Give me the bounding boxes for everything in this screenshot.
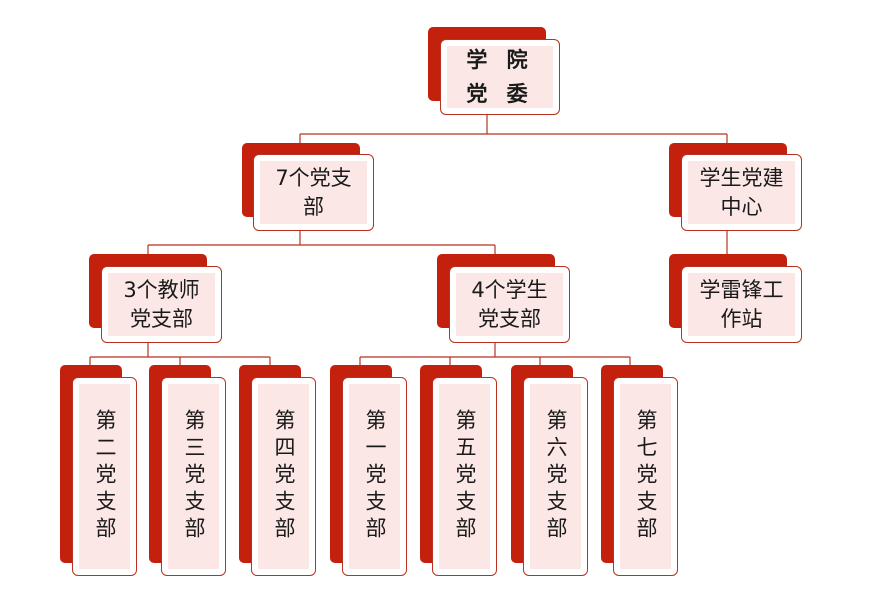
label-line-1: 学雷锋工: [699, 277, 784, 302]
node-card: 7个党支 部: [253, 154, 374, 231]
node-card: 学 院 党 委: [440, 39, 560, 115]
node-teacher-branches: 3个教师 党支部: [89, 254, 222, 343]
node-branch-5: 第五党支部: [420, 365, 498, 576]
node-label: 4个学生 党支部: [450, 267, 569, 342]
node-fill: [108, 273, 215, 336]
node-fill: [530, 384, 581, 569]
node-fill: [79, 384, 130, 569]
node-card: 3个教师 党支部: [101, 266, 222, 343]
label-line-2: 部: [303, 194, 324, 219]
label-line-1: 7个党支: [275, 165, 352, 190]
node-label: 学生党建 中心: [682, 155, 801, 230]
node-fill: [168, 384, 219, 569]
node-seven-branches: 7个党支 部: [242, 143, 374, 231]
node-label: 第一党支部: [363, 409, 387, 544]
label-line-1: 4个学生: [471, 277, 548, 302]
node-fill: [260, 161, 367, 224]
node-branch-3: 第三党支部: [149, 365, 227, 576]
node-card: 第五党支部: [432, 377, 497, 576]
node-branch-7: 第七党支部: [601, 365, 679, 576]
node-fill: [688, 161, 795, 224]
node-card: 第三党支部: [161, 377, 226, 576]
node-college-party-committee: 学 院 党 委: [428, 27, 561, 115]
node-fill: [349, 384, 400, 569]
node-label: 第六党支部: [544, 409, 568, 544]
node-fill: [258, 384, 309, 569]
node-label: 学 院 党 委: [441, 40, 559, 114]
node-card: 学生党建 中心: [681, 154, 802, 231]
label-line-1: 3个教师: [123, 277, 200, 302]
node-fill: [439, 384, 490, 569]
label-line-2: 作站: [720, 306, 763, 331]
node-card: 第二党支部: [72, 377, 137, 576]
node-branch-1: 第一党支部: [330, 365, 408, 576]
node-fill: [447, 46, 553, 108]
node-label: 3个教师 党支部: [102, 267, 221, 342]
node-label: 学雷锋工 作站: [682, 267, 801, 342]
label-line-1: 学生党建: [699, 165, 784, 190]
node-label: 第二党支部: [93, 409, 117, 544]
node-branch-4: 第四党支部: [239, 365, 317, 576]
node-card: 4个学生 党支部: [449, 266, 570, 343]
label-line-2: 中心: [720, 194, 763, 219]
node-branch-6: 第六党支部: [511, 365, 589, 576]
node-label: 第五党支部: [453, 409, 477, 544]
label-line-2: 党 委: [466, 82, 534, 106]
node-card: 第七党支部: [613, 377, 678, 576]
node-lei-feng-station: 学雷锋工 作站: [669, 254, 802, 343]
node-label: 第四党支部: [272, 409, 296, 544]
node-card: 第一党支部: [342, 377, 407, 576]
node-fill: [620, 384, 671, 569]
node-fill: [456, 273, 563, 336]
node-student-branches: 4个学生 党支部: [437, 254, 570, 343]
node-card: 第六党支部: [523, 377, 588, 576]
label-line-2: 党支部: [130, 306, 193, 331]
node-fill: [688, 273, 795, 336]
node-label: 第三党支部: [182, 409, 206, 544]
node-branch-2: 第二党支部: [60, 365, 137, 576]
node-label: 7个党支 部: [254, 155, 373, 230]
node-student-party-center: 学生党建 中心: [669, 143, 802, 231]
node-card: 第四党支部: [251, 377, 316, 576]
label-line-1: 学 院: [466, 48, 534, 72]
node-card: 学雷锋工 作站: [681, 266, 802, 343]
label-line-2: 党支部: [478, 306, 541, 331]
node-label: 第七党支部: [634, 409, 658, 544]
